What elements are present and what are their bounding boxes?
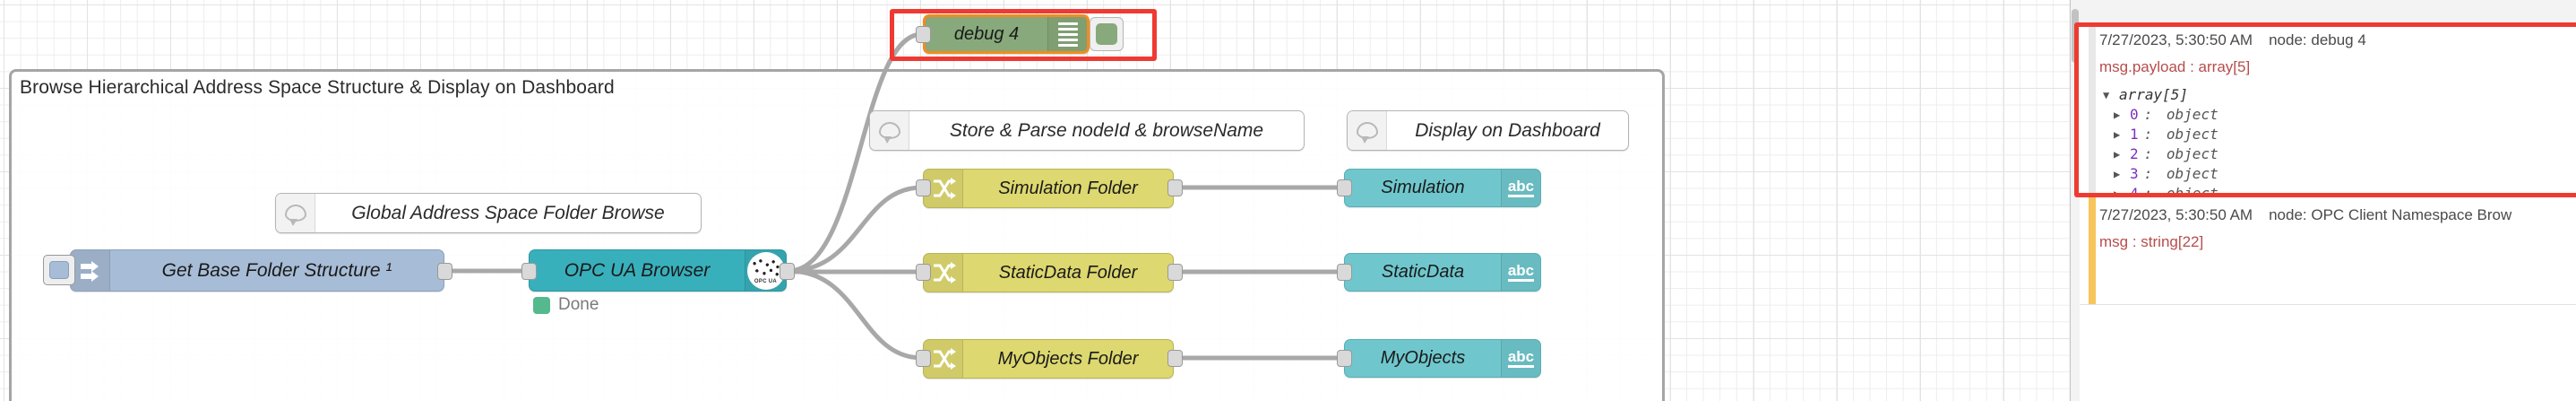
debug-tree-value: object [2166,165,2218,183]
node-debug-label: debug 4 [953,23,1020,44]
node-staticdata[interactable]: StaticData abc [1344,253,1541,292]
comment-bubble-icon [1348,111,1387,150]
node-ui-label: StaticData [1381,262,1465,282]
debug-tree-value: object [2166,145,2218,163]
debug-tree-root-row[interactable]: ▼ array[5] [2099,85,2576,105]
caret-right-icon[interactable]: ▶ [2114,168,2121,181]
debug-message-accent-bar [2089,197,2096,304]
node-change-label: MyObjects Folder [997,348,1139,369]
flow-group-title: Browse Hierarchical Address Space Struct… [20,77,615,98]
port-staticdata-input[interactable] [1337,264,1352,281]
node-comment-label: Store & Parse nodeId & browseName [949,119,1264,141]
debug-tree-index: 2 [2130,145,2139,163]
debug-message-source-node: node: OPC Client Namespace Brow [2269,206,2512,223]
debug-message-1[interactable]: 7/27/2023, 5:30:50 AM node: debug 4 msg.p… [2080,22,2576,202]
node-inject-label: Get Base Folder Structure ¹ [161,259,392,281]
opc-ua-logo-icon: OPC UA [745,250,786,291]
debug-message-accent-bar [2089,22,2096,196]
debug-tree-row[interactable]: ▶ 2: object [2099,144,2576,164]
debug-sidebar[interactable]: 7/27/2023, 5:30:50 AM node: debug 4 msg.p… [2070,0,2576,401]
node-debug-4[interactable]: debug 4 [923,14,1090,54]
debug-tree-type: : [2143,145,2161,163]
node-comment-label: Display on Dashboard [1415,119,1600,141]
debug-tree-type: : [2143,165,2161,183]
node-simulation-folder[interactable]: Simulation Folder [923,169,1174,208]
comment-bubble-icon [276,194,315,232]
node-opc-ua-browser[interactable]: OPC UA Browser OPC UA [529,249,787,292]
debug-message-topic: msg : string[22] [2099,233,2204,250]
debug-message-2[interactable]: 7/27/2023, 5:30:50 AM node: OPC Client Na… [2080,197,2576,305]
port-debug-input[interactable] [916,26,931,43]
node-opcua-status-text: Done [558,295,599,314]
inject-arrow-icon [71,250,110,291]
caret-right-icon[interactable]: ▶ [2114,148,2121,161]
node-inject-get-base-folder-structure[interactable]: Get Base Folder Structure ¹ [70,249,444,292]
status-dot-icon [533,296,550,314]
node-staticdata-folder[interactable]: StaticData Folder [923,253,1174,292]
flow-canvas[interactable]: Browse Hierarchical Address Space Struct… [0,0,2070,401]
port-simulation-folder-input[interactable] [916,179,931,196]
node-comment-display-dashboard[interactable]: Display on Dashboard [1347,110,1629,151]
debug-tree-root-label: array[5] [2119,86,2189,103]
debug-tree-value: object [2166,106,2218,124]
caret-right-icon[interactable]: ▶ [2114,127,2121,141]
node-ui-label: Simulation [1381,178,1465,197]
port-opcua-input[interactable] [521,263,537,280]
inject-trigger-button[interactable] [43,255,75,285]
comment-bubble-icon [870,111,909,150]
port-opcua-output[interactable] [780,263,795,280]
debug-message-header: 7/27/2023, 5:30:50 AM node: OPC Client Na… [2099,206,2576,224]
node-ui-label: MyObjects [1380,348,1466,368]
port-myobjects-folder-input[interactable] [916,350,931,367]
debug-tree-row[interactable]: ▶ 3: object [2099,164,2576,184]
debug-enable-toggle-button[interactable] [1090,17,1124,51]
debug-message-tree[interactable]: ▼ array[5] ▶ 0: object ▶ 1: object ▶ 2: obje… [2099,85,2576,204]
debug-toggle-square-icon [1096,23,1117,45]
node-myobjects[interactable]: MyObjects abc [1344,339,1541,378]
abc-text-icon: abc [1501,340,1540,377]
node-change-label: StaticData Folder [998,262,1138,283]
node-opcua-label: OPC UA Browser [564,259,711,281]
abc-text-icon: abc [1501,254,1540,291]
node-simulation[interactable]: Simulation abc [1344,169,1541,207]
port-staticdata-folder-input[interactable] [916,264,931,281]
debug-message-timestamp: 7/27/2023, 5:30:50 AM [2099,31,2253,48]
debug-message-topic: msg.payload : array[5] [2099,58,2251,75]
debug-message-header: 7/27/2023, 5:30:50 AM node: debug 4 [2099,31,2576,49]
caret-right-icon[interactable]: ▶ [2114,108,2121,121]
debug-sidebar-scrollbar-thumb[interactable] [2072,9,2079,63]
inject-button-square-icon [49,261,69,279]
debug-tree-row[interactable]: ▶ 0: object [2099,105,2576,125]
port-myobjects-folder-output[interactable] [1167,350,1183,367]
debug-lines-icon [1047,17,1087,51]
node-myobjects-folder[interactable]: MyObjects Folder [923,339,1174,379]
port-myobjects-input[interactable] [1337,350,1352,367]
debug-tree-type: : [2143,126,2161,144]
debug-message-timestamp: 7/27/2023, 5:30:50 AM [2099,206,2253,223]
change-node-icon [924,170,963,207]
node-comment-global-address-space[interactable]: Global Address Space Folder Browse [275,193,702,233]
port-simulation-input[interactable] [1337,179,1352,196]
node-change-label: Simulation Folder [998,178,1138,198]
debug-tree-index: 0 [2130,106,2139,124]
debug-tree-index: 1 [2130,126,2139,144]
debug-sidebar-top-strip [2080,0,2576,22]
debug-message-source-node: node: debug 4 [2269,31,2366,48]
node-comment-label: Global Address Space Folder Browse [351,202,665,223]
node-opcua-status: Done [533,295,599,315]
port-simulation-folder-output[interactable] [1167,179,1183,196]
debug-tree-type: : [2143,106,2161,124]
node-comment-store-parse[interactable]: Store & Parse nodeId & browseName [869,110,1305,151]
debug-tree-index: 3 [2130,165,2139,183]
debug-sidebar-scrollbar[interactable] [2071,0,2080,401]
caret-down-icon[interactable]: ▼ [2103,88,2110,101]
port-staticdata-folder-output[interactable] [1167,264,1183,281]
debug-tree-row[interactable]: ▶ 1: object [2099,125,2576,144]
debug-tree-value: object [2166,126,2218,144]
abc-text-icon: abc [1501,170,1540,206]
port-inject-output[interactable] [437,263,452,280]
